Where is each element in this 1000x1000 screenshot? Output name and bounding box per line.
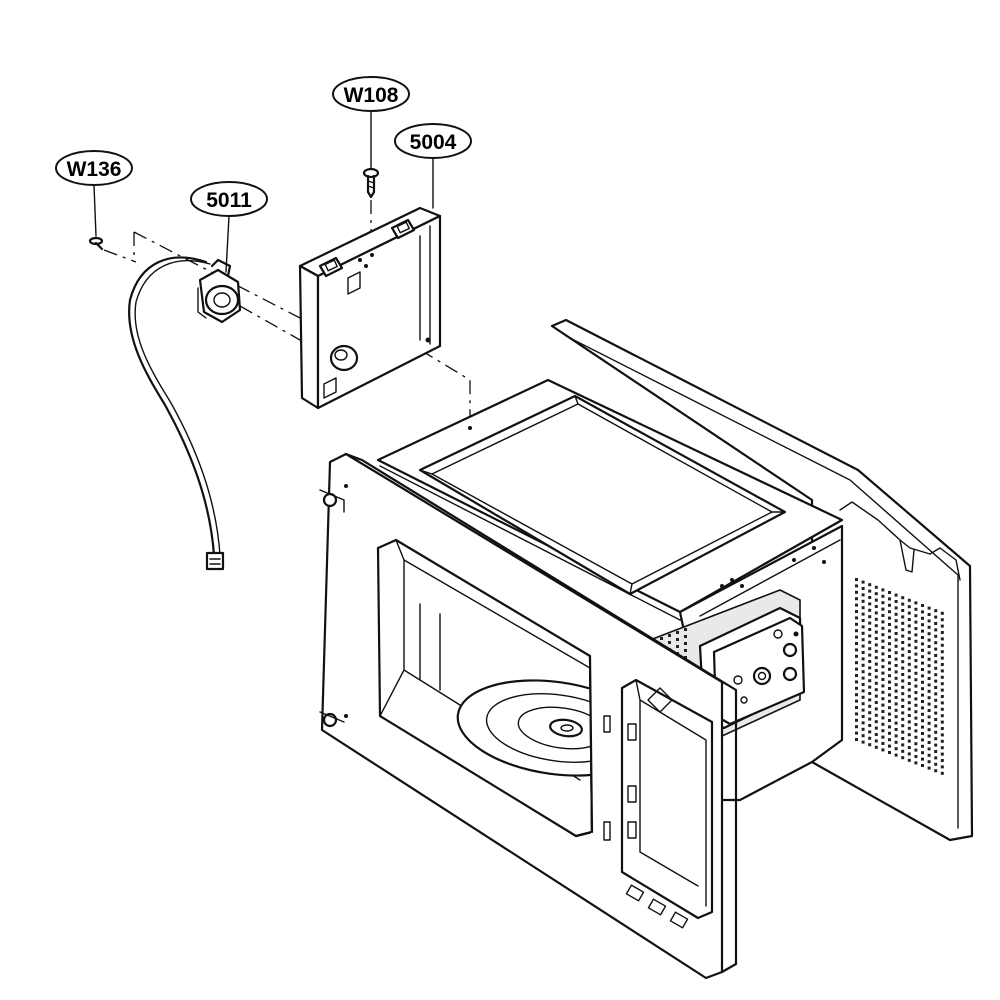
callout-w136-label: W136 [67, 158, 122, 181]
callout-w108-label: W108 [344, 84, 399, 107]
callout-5004[interactable]: 5004 [394, 123, 472, 209]
callout-5011-label: 5011 [206, 189, 252, 212]
bracket-5004-icon [298, 206, 442, 410]
sensor-cable [128, 256, 225, 571]
screw-w136-icon [88, 236, 104, 251]
microwave-cavity-icon [319, 318, 974, 980]
screw-w108-icon [362, 167, 380, 199]
callout-w108[interactable]: W108 [332, 76, 410, 169]
sensor-5011-icon [197, 258, 242, 324]
vent-grid [855, 578, 944, 775]
callout-w136[interactable]: W136 [55, 150, 133, 237]
callout-5011[interactable]: 5011 [190, 181, 268, 273]
callout-5004-label: 5004 [410, 131, 457, 154]
